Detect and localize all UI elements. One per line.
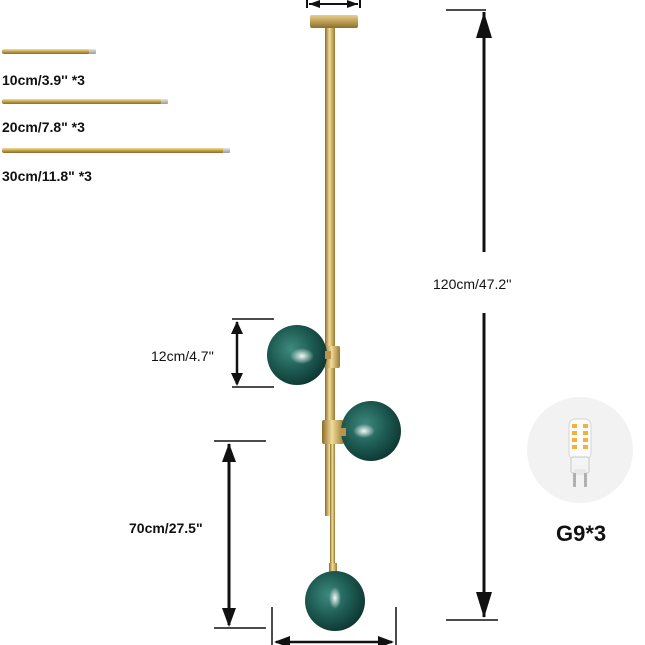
shade-spacing-label: 12cm/4.7'' — [151, 348, 214, 364]
extension-rod-20cm — [2, 99, 168, 104]
extension-rod-30cm — [2, 148, 230, 153]
lower-drop-dimension — [214, 440, 266, 629]
main-stem — [325, 28, 335, 516]
lower-stem — [330, 430, 335, 565]
rod-end-cap — [161, 99, 168, 104]
g9-bulb-icon — [568, 418, 592, 487]
rod-end-cap — [89, 49, 96, 54]
bottom-bulb-glow — [329, 587, 341, 609]
lower-drop-label: 70cm/27.5" — [129, 520, 203, 536]
upper-bulb-glow — [290, 348, 314, 364]
total-height-dimension — [446, 9, 498, 621]
ceiling-canopy — [310, 15, 358, 28]
total-height-label: 120cm/47.2'' — [433, 276, 512, 292]
bulb-quantity-label: G9*3 — [556, 521, 607, 546]
rod-label-10cm: 10cm/3.9'' *3 — [2, 72, 85, 88]
shade-spacing-dimension — [231, 318, 274, 388]
middle-joint — [322, 420, 344, 444]
rod-label-20cm: 20cm/7.8" *3 — [2, 119, 85, 135]
shade-diameter-dimension — [271, 607, 397, 645]
extension-rod-10cm — [2, 49, 96, 54]
canopy-width-dimension — [306, 0, 361, 8]
g9-bulb-badge — [527, 397, 633, 503]
middle-bulb-glow — [353, 424, 375, 438]
rod-end-cap — [223, 148, 230, 153]
rod-label-30cm: 30cm/11.8" *3 — [2, 168, 92, 184]
